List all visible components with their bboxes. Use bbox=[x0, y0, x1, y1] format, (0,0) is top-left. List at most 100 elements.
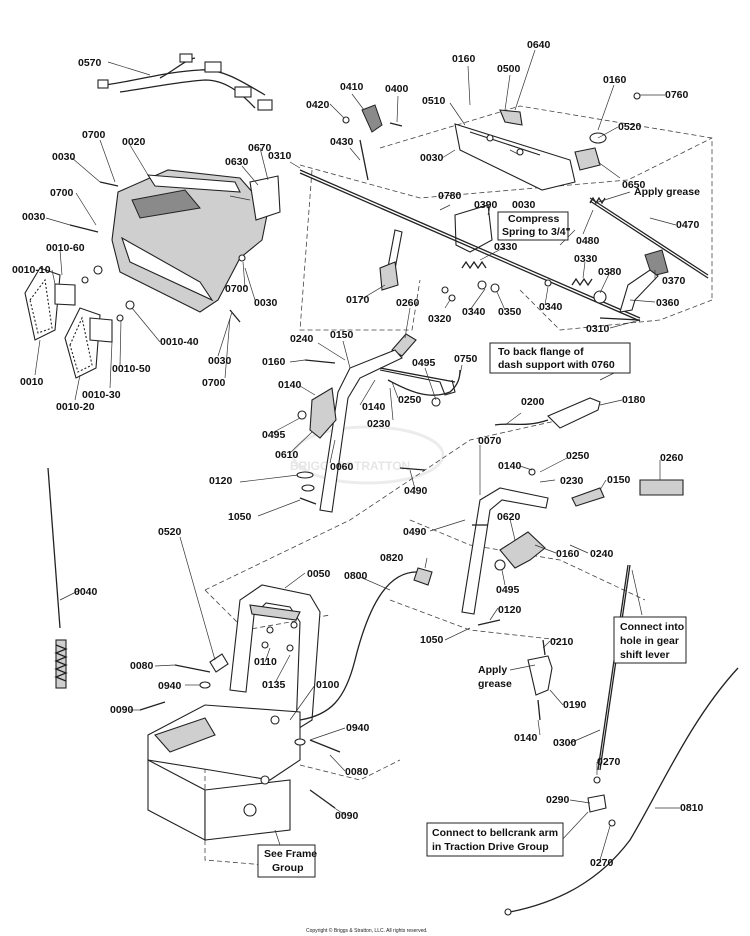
compress-note-box bbox=[497, 211, 569, 241]
callout-0490: 0490 bbox=[404, 485, 428, 497]
callout-1050: 1050 bbox=[228, 511, 252, 523]
callout-0630: 0630 bbox=[225, 156, 249, 168]
callout-0330: 0330 bbox=[494, 241, 518, 253]
callout-0010: 0010 bbox=[20, 376, 44, 388]
callout-0810: 0810 bbox=[680, 802, 704, 814]
rod-0810 bbox=[504, 667, 739, 916]
rod-0300 bbox=[587, 564, 631, 827]
callout-0330: 0330 bbox=[574, 253, 598, 265]
callout-0050: 0050 bbox=[307, 568, 331, 580]
note-bellcrank-line2: in Traction Drive Group bbox=[432, 841, 549, 853]
callout-0010-60: 0010-60 bbox=[46, 242, 85, 254]
callout-0940: 0940 bbox=[346, 722, 370, 734]
note-connect-gear-line2: hole in gear bbox=[620, 635, 679, 647]
springs-0330 bbox=[461, 196, 606, 287]
callout-0760: 0760 bbox=[665, 89, 689, 101]
callout-0040: 0040 bbox=[74, 586, 98, 598]
callout-0370: 0370 bbox=[662, 275, 686, 287]
callout-0110: 0110 bbox=[254, 656, 277, 668]
callout-0700: 0700 bbox=[50, 187, 74, 199]
callout-0670: 0670 bbox=[248, 142, 272, 154]
copyright-footer: Copyright © Briggs & Stratton, LLC. All … bbox=[306, 927, 428, 934]
note-frame-line1: See Frame bbox=[264, 848, 317, 860]
callout-0380: 0380 bbox=[598, 266, 622, 278]
callout-0020: 0020 bbox=[122, 136, 146, 148]
right-handle-0070 bbox=[461, 468, 684, 626]
callout-0520: 0520 bbox=[158, 526, 182, 538]
note-frame-line2: Group bbox=[272, 862, 304, 874]
callout-0410: 0410 bbox=[340, 81, 364, 93]
shift-plate-0510 bbox=[454, 92, 641, 191]
callout-0030: 0030 bbox=[512, 199, 536, 211]
bracket-0390 bbox=[299, 169, 641, 322]
callout-0100: 0100 bbox=[316, 679, 340, 691]
callout-0240: 0240 bbox=[590, 548, 614, 560]
callout-0940: 0940 bbox=[158, 680, 182, 692]
callout-0610: 0610 bbox=[275, 449, 299, 461]
dash-panel-0020 bbox=[111, 169, 269, 313]
callout-0420: 0420 bbox=[306, 99, 330, 111]
callout-0495: 0495 bbox=[262, 429, 286, 441]
note-compress-line2: Spring to 3/4" bbox=[502, 226, 571, 238]
callout-0060: 0060 bbox=[330, 461, 354, 473]
lower-frame bbox=[147, 704, 301, 841]
callout-0180: 0180 bbox=[622, 394, 646, 406]
callout-0160: 0160 bbox=[452, 53, 476, 65]
callout-0495: 0495 bbox=[412, 357, 436, 369]
cable-0750 bbox=[387, 369, 461, 407]
callout-0150: 0150 bbox=[330, 329, 354, 341]
callout-0080: 0080 bbox=[345, 766, 369, 778]
callout-0500: 0500 bbox=[497, 63, 521, 75]
callout-0135: 0135 bbox=[262, 679, 286, 691]
callout-0190: 0190 bbox=[563, 699, 587, 711]
callout-0230: 0230 bbox=[560, 475, 584, 487]
callout-0140: 0140 bbox=[514, 732, 538, 744]
callout-0340: 0340 bbox=[462, 306, 486, 318]
spring-cable-0040 bbox=[47, 467, 68, 689]
callout-0120: 0120 bbox=[498, 604, 522, 616]
callout-0270: 0270 bbox=[597, 756, 621, 768]
callout-0390: 0390 bbox=[474, 199, 498, 211]
callout-0700: 0700 bbox=[225, 283, 249, 295]
link-0170 bbox=[379, 229, 403, 291]
headlight-assembly-0010 bbox=[24, 265, 135, 379]
bolts-lower bbox=[139, 664, 341, 809]
callout-0030: 0030 bbox=[208, 355, 232, 367]
bracket-0630 bbox=[229, 175, 281, 221]
note-apply-grease-mid-line2: grease bbox=[478, 678, 512, 690]
callout-0470: 0470 bbox=[676, 219, 700, 231]
notes: Apply grease Compress Spring to 3/4" To … bbox=[257, 186, 700, 878]
left-handle-0060 bbox=[296, 349, 456, 513]
callout-0480: 0480 bbox=[576, 235, 600, 247]
callout-0620: 0620 bbox=[497, 511, 521, 523]
wiring-harness-0570 bbox=[97, 53, 273, 111]
callout-0030: 0030 bbox=[254, 297, 278, 309]
callout-0700: 0700 bbox=[82, 129, 106, 141]
callout-0120: 0120 bbox=[209, 475, 233, 487]
note-connect-gear-line3: shift lever bbox=[620, 649, 670, 661]
callout-0200: 0200 bbox=[521, 396, 545, 408]
connect-gear-note-box bbox=[613, 616, 687, 664]
callout-0520: 0520 bbox=[618, 121, 642, 133]
note-apply-grease-top: Apply grease bbox=[634, 186, 700, 198]
callout-0640: 0640 bbox=[527, 39, 551, 51]
callout-0700: 0700 bbox=[202, 377, 226, 389]
callout-0250: 0250 bbox=[566, 450, 590, 462]
note-back-flange-line1: To back flange of bbox=[498, 346, 584, 358]
callout-0230: 0230 bbox=[367, 418, 391, 430]
callout-0430: 0430 bbox=[330, 136, 354, 148]
back-flange-note-box bbox=[489, 342, 631, 374]
shift-lever-0360 bbox=[593, 249, 669, 321]
callout-0080: 0080 bbox=[130, 660, 154, 672]
callout-0030: 0030 bbox=[22, 211, 46, 223]
callout-0160: 0160 bbox=[603, 74, 627, 86]
callout-0290: 0290 bbox=[546, 794, 570, 806]
callout-0160: 0160 bbox=[262, 356, 286, 368]
callout-0340: 0340 bbox=[539, 301, 563, 313]
callout-0320: 0320 bbox=[428, 313, 452, 325]
callout-0270: 0270 bbox=[590, 857, 614, 869]
callout-0010-30: 0010-30 bbox=[82, 389, 121, 401]
note-apply-grease-mid-line1: Apply bbox=[478, 664, 507, 676]
callout-0160: 0160 bbox=[556, 548, 580, 560]
